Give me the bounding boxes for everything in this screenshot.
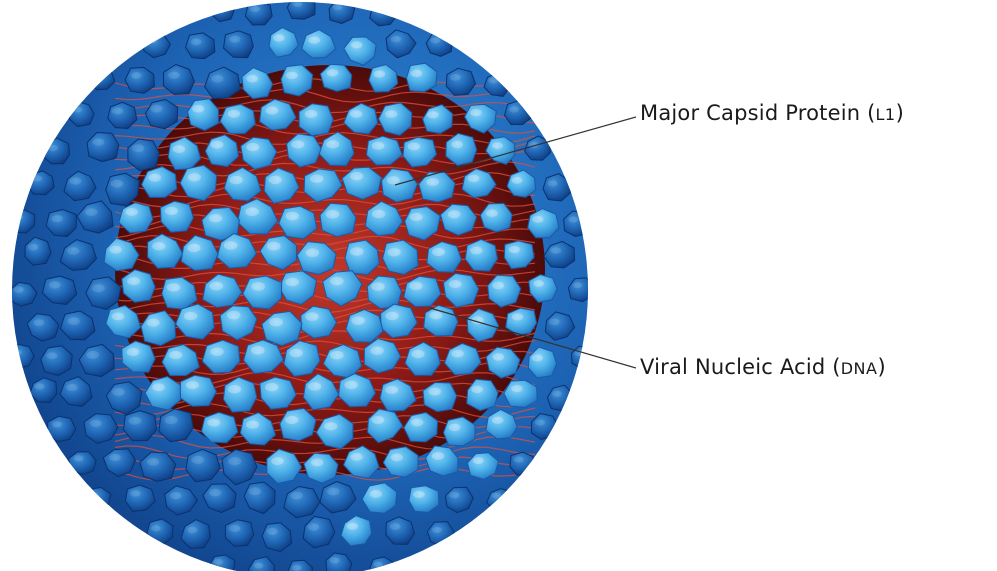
capsomer [245,1,272,26]
capsomer [225,520,253,547]
capsomer [86,488,111,511]
capsomer [423,383,457,412]
capsid-label-close: ) [896,101,904,125]
capsomer [125,67,154,93]
capsid-label-text: Major Capsid Protein ( [640,101,876,125]
capsomer [124,411,157,441]
capsid-label-abbr: L1 [876,105,896,124]
dna-label-abbr: DNA [841,359,878,378]
dna-label-text: Viral Nucleic Acid ( [640,355,841,379]
capsomer [386,517,415,545]
capsomer [287,0,315,19]
viral-nucleic-acid-label: Viral Nucleic Acid (DNA) [640,355,886,379]
capsomer [179,375,216,406]
capsomer [543,174,571,201]
capsomer [42,138,69,164]
dna-label-close: ) [877,355,885,379]
major-capsid-protein-label: Major Capsid Protein (L1) [640,101,904,125]
capsomer [409,486,439,513]
capsomer [504,380,537,407]
capsomer [505,100,532,124]
capsomer [68,452,96,475]
